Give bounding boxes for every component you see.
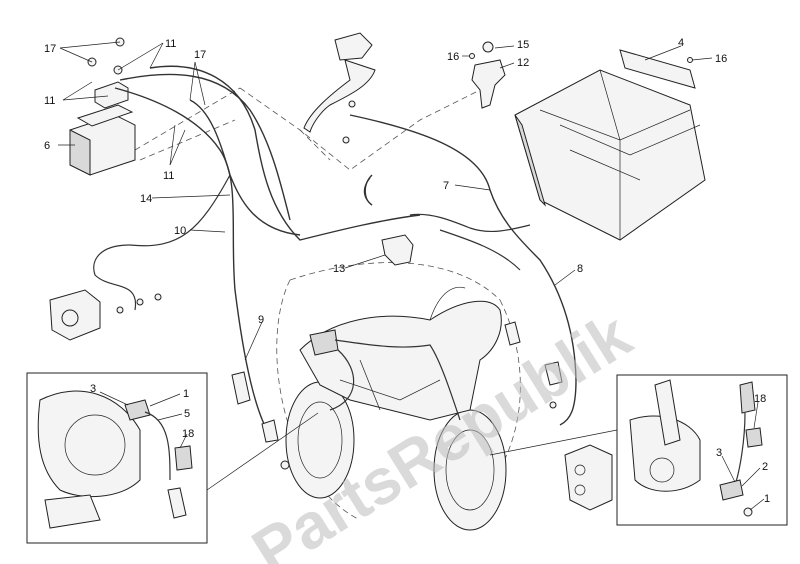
leader-lines — [58, 41, 765, 511]
callout-9: 9 — [258, 314, 264, 326]
callout-11: 11 — [44, 95, 55, 107]
callout-13: 13 — [333, 263, 345, 275]
callout-18: 18 — [754, 393, 766, 405]
front-brake-caliper — [564, 444, 613, 511]
hose-fittings — [231, 321, 563, 470]
abs-modulator-unit — [69, 37, 136, 176]
callout-11: 11 — [163, 170, 174, 182]
callout-labels: 17 11 17 11 6 11 14 10 13 9 16 15 12 4 1… — [44, 37, 770, 505]
callout-6: 6 — [44, 140, 50, 152]
callout-11: 11 — [165, 38, 176, 50]
callout-3: 3 — [716, 447, 722, 459]
callout-16: 16 — [447, 51, 459, 63]
callout-18: 18 — [182, 428, 194, 440]
rear-master-bracket — [469, 41, 506, 109]
callout-1: 1 — [764, 493, 770, 505]
rear-brake-caliper — [49, 289, 162, 341]
front-brake-master-cylinder — [303, 32, 376, 144]
callout-7: 7 — [443, 180, 449, 192]
callout-5: 5 — [184, 408, 190, 420]
callout-4: 4 — [678, 37, 684, 49]
callout-10: 10 — [174, 225, 186, 237]
callout-17: 17 — [44, 43, 56, 55]
callout-17: 17 — [194, 49, 206, 61]
callout-14: 14 — [140, 193, 152, 205]
callout-8: 8 — [577, 263, 583, 275]
callout-3: 3 — [90, 383, 96, 395]
callout-1: 1 — [183, 388, 189, 400]
callout-12: 12 — [517, 57, 529, 69]
callout-2: 2 — [762, 461, 768, 473]
front-sensor-inset — [489, 374, 788, 526]
rear-sensor-inset — [26, 372, 319, 544]
motorcycle-outline — [285, 286, 507, 531]
callout-16: 16 — [715, 53, 727, 65]
brake-hoses — [93, 65, 577, 433]
electrical-tray — [514, 49, 706, 241]
callout-15: 15 — [517, 39, 529, 51]
